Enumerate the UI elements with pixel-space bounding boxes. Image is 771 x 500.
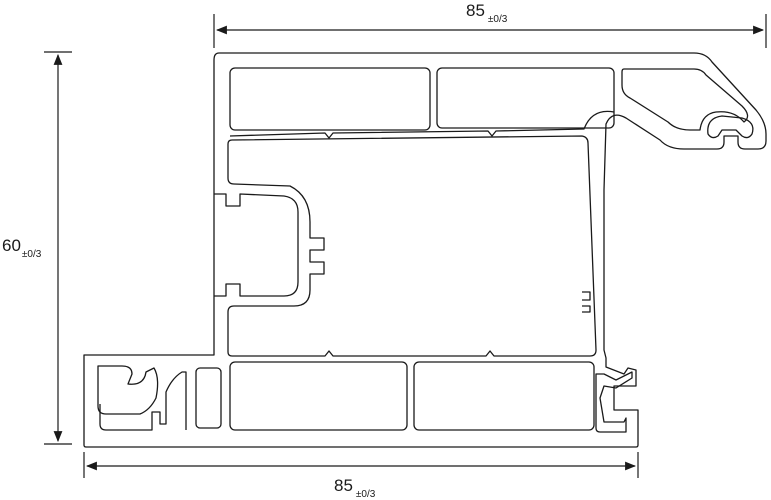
top-chamber-left [229, 67, 431, 131]
dimension-left-height [44, 51, 72, 445]
dimension-left-label: 60±0/3 [2, 236, 42, 260]
bottom-chamber-narrow [195, 367, 222, 429]
top-web [229, 110, 615, 139]
dimension-bottom-width [83, 452, 639, 478]
bottom-chamber-right [413, 361, 595, 431]
glazing-clip [214, 193, 299, 297]
dimension-bottom-tolerance: ±0/3 [356, 489, 376, 500]
dimension-top-value: 85 [466, 1, 485, 20]
dimension-left-tolerance: ±0/3 [22, 249, 42, 260]
dimension-bottom-label: 85±0/3 [334, 476, 376, 500]
main-chamber [227, 135, 597, 357]
top-chamber-middle [436, 67, 615, 129]
bottom-chamber-left [97, 365, 159, 415]
dimension-left-value: 60 [2, 236, 21, 255]
gasket-groove [707, 115, 754, 139]
profile-section [83, 52, 767, 448]
nose-chamber [621, 68, 749, 131]
profile-outer-contour [83, 52, 767, 448]
dimension-top-width [213, 14, 767, 48]
dimension-bottom-value: 85 [334, 476, 353, 495]
center-web-notch [582, 291, 591, 313]
dimension-top-tolerance: ±0/3 [488, 14, 508, 25]
dimension-top-label: 85±0/3 [466, 1, 508, 25]
bottom-chamber-left-lower [99, 371, 187, 431]
bottom-right-hook [595, 371, 633, 433]
bottom-chamber-middle [229, 361, 408, 431]
